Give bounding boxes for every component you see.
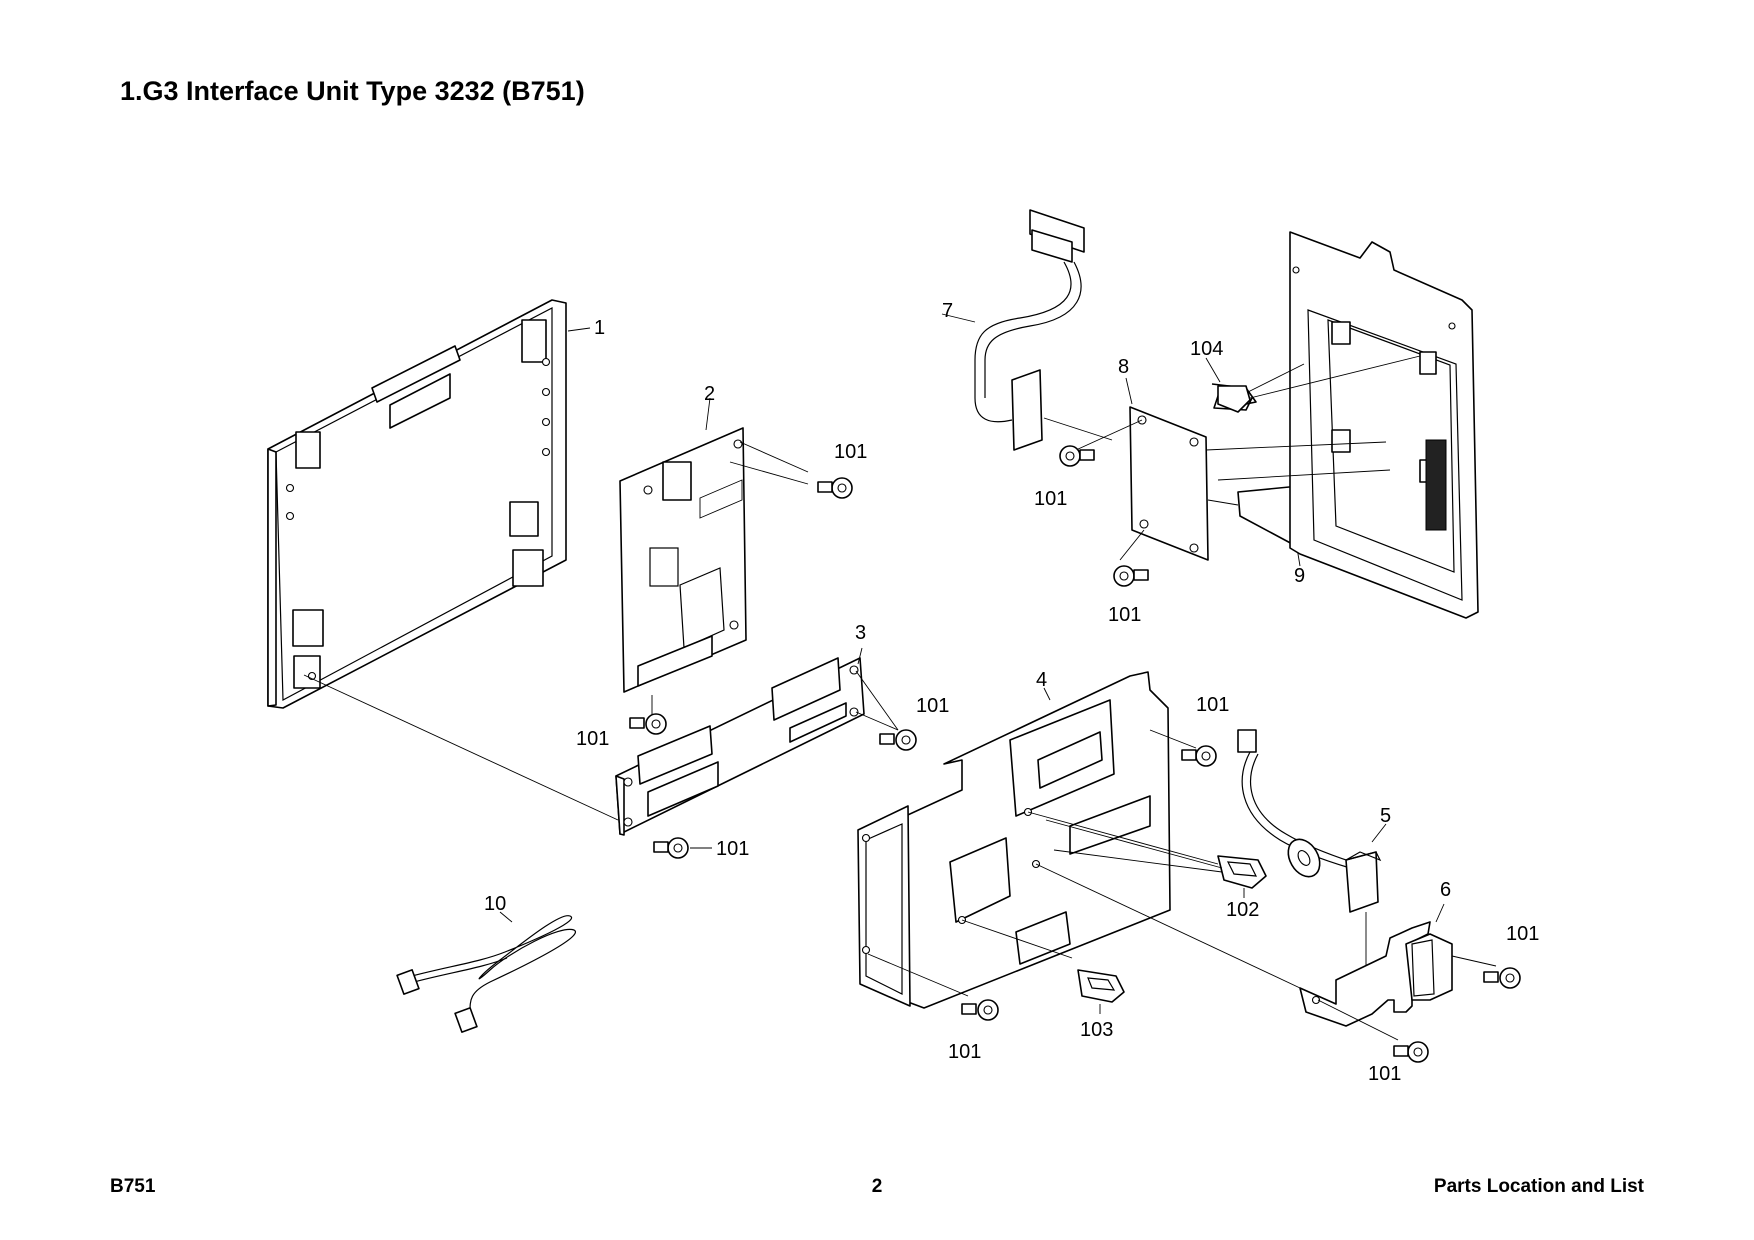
screw-101-e: 101: [1034, 445, 1095, 510]
footer-section: Parts Location and List: [1433, 1176, 1644, 1197]
callout-1: 1: [594, 317, 605, 339]
part-3-connector-board: 3: [615, 622, 899, 836]
part-103-clamp: 103: [1077, 969, 1125, 1041]
part-7-harness: 7: [941, 209, 1113, 451]
part-4-main-bracket: 4: [857, 669, 1301, 1009]
screw-101-j: 101: [1368, 1041, 1429, 1085]
callout-103: 103: [1080, 1019, 1113, 1041]
part-102-clamp: 102: [1045, 819, 1267, 921]
part-5-harness-ferrite: 5: [1237, 729, 1391, 994]
screw-101-c: 101: [879, 695, 949, 751]
callout-9: 9: [1294, 565, 1305, 587]
callout-104: 104: [1190, 338, 1223, 360]
footer-model: B751: [110, 1176, 156, 1197]
screw-101-i: 101: [1483, 923, 1539, 989]
screw-101-d: 101: [653, 837, 749, 860]
cover-plate: [1205, 231, 1479, 619]
callout-101-e: 101: [1034, 488, 1067, 510]
callout-8: 8: [1118, 356, 1129, 378]
callout-3: 3: [855, 622, 866, 644]
screw-101-b: 101: [576, 713, 667, 750]
callout-4: 4: [1036, 669, 1047, 691]
part-8-small-board: 8: [1075, 356, 1209, 561]
screw-101-a: 101: [817, 441, 867, 499]
page-title: 1.G3 Interface Unit Type 3232 (B751): [120, 76, 585, 106]
callout-7: 7: [942, 300, 953, 322]
footer-page-number: 2: [871, 1176, 883, 1197]
part-1-mounting-plate: 1: [267, 299, 605, 709]
part-2-interface-board: 2: [619, 383, 809, 693]
part-104-clamp: 104: [1190, 338, 1421, 413]
part-10-telephone-cable: 10: [396, 893, 577, 1033]
callout-101-g: 101: [1196, 694, 1229, 716]
screw-101-g: 101: [1181, 694, 1229, 767]
callout-101-b: 101: [576, 728, 609, 750]
callout-101-f: 101: [1108, 604, 1141, 626]
callout-102: 102: [1226, 899, 1259, 921]
callout-101-i: 101: [1506, 923, 1539, 945]
callout-101-d: 101: [716, 838, 749, 860]
callout-2: 2: [704, 383, 715, 405]
callout-5: 5: [1380, 805, 1391, 827]
part-6-small-bracket: 6: [1299, 879, 1497, 1041]
callout-6: 6: [1440, 879, 1451, 901]
callout-101-h: 101: [948, 1041, 981, 1063]
screw-101-h: 101: [948, 999, 999, 1063]
callout-10: 10: [484, 893, 506, 915]
callout-101-c: 101: [916, 695, 949, 717]
callout-101-j: 101: [1368, 1063, 1401, 1085]
callout-101-a: 101: [834, 441, 867, 463]
screw-101-f: 101: [1108, 565, 1149, 626]
